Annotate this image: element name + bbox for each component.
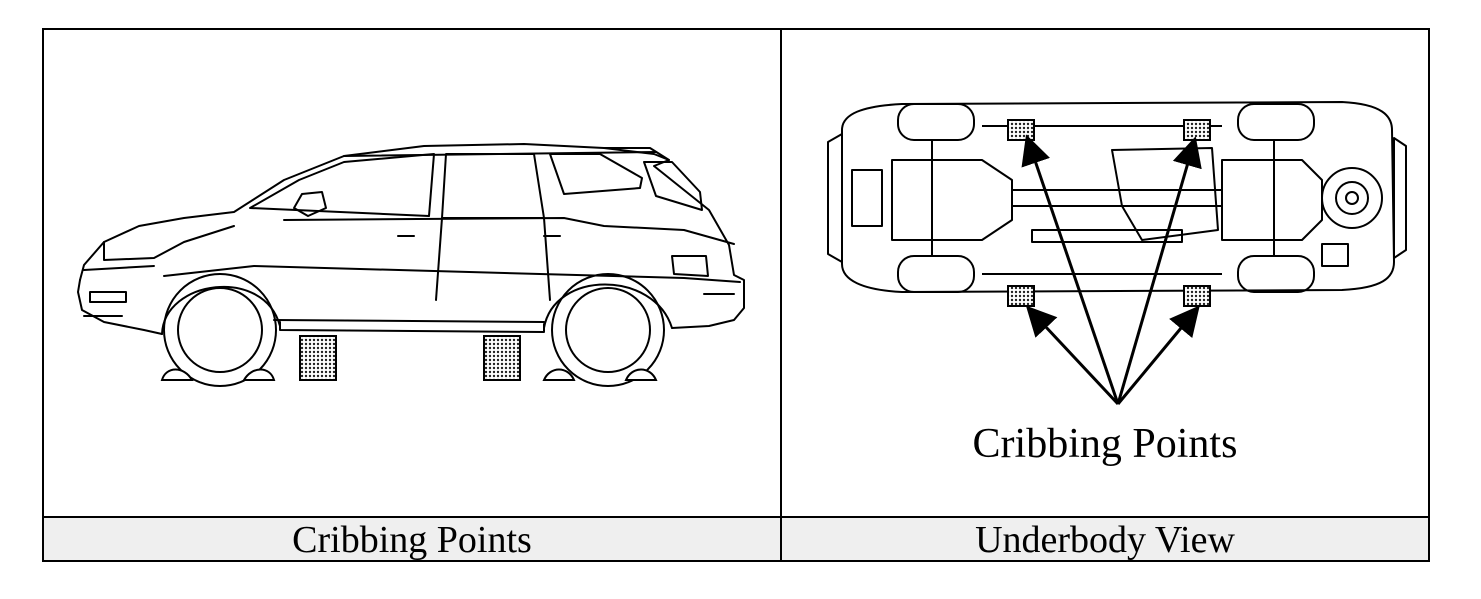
- cribbing-block-icon: [299, 335, 521, 381]
- underbody-view-panel: Cribbing Points: [782, 30, 1428, 516]
- figure-frame: Cribbing Points Cribbing Points Underbod…: [42, 28, 1430, 562]
- arrow-icon: [1021, 134, 1202, 406]
- underbody-callout-label: Cribbing Points: [972, 421, 1238, 467]
- car-side-view-icon: [77, 143, 745, 387]
- side-view-panel: [44, 30, 782, 516]
- left-caption: Cribbing Points: [44, 518, 782, 561]
- right-caption: Underbody View: [975, 519, 1235, 561]
- cribbing-block-icon: [1007, 119, 1211, 307]
- car-underbody-view-icon: [827, 101, 1407, 406]
- caption-row: Cribbing Points Underbody View: [44, 516, 1428, 561]
